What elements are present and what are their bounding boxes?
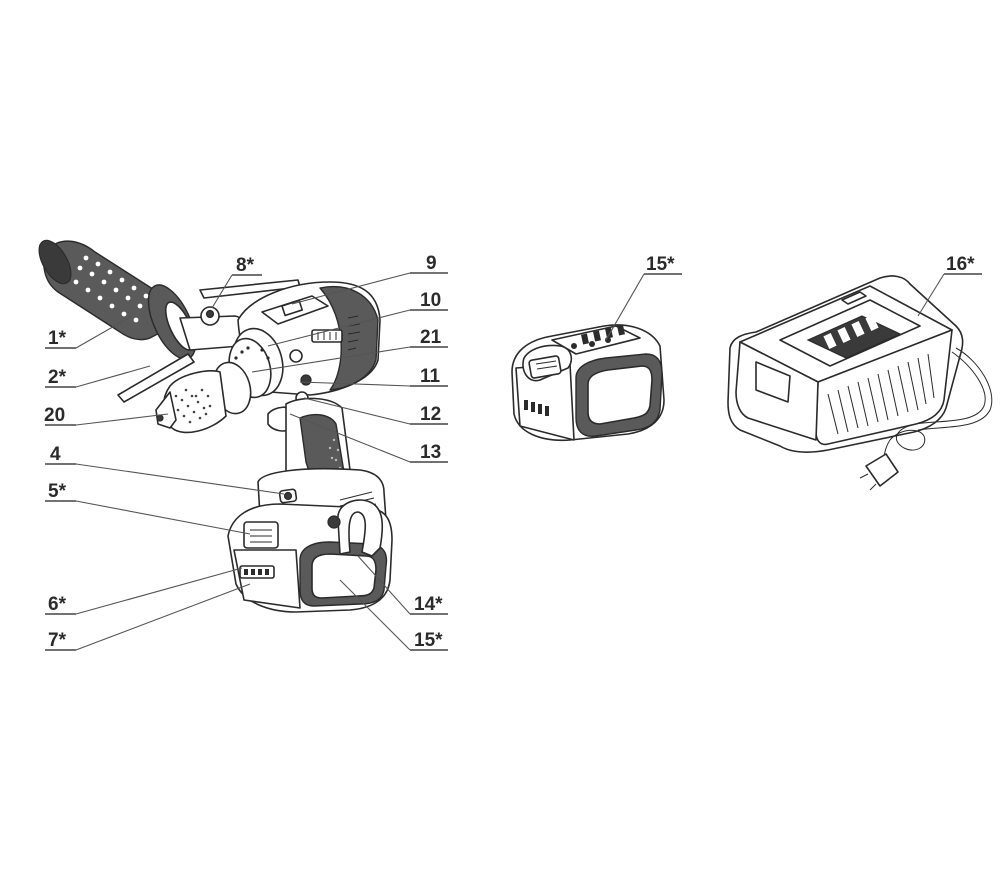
label-8: 8* [236,255,255,276]
charger-illustration [727,275,993,491]
label-21: 21 [420,327,442,348]
label-9: 9 [426,253,437,274]
label-10: 10 [420,290,441,311]
label-12: 12 [420,404,441,425]
label-16: 16* [946,254,975,275]
label-5: 5* [48,481,67,502]
label-15-drill: 15* [414,630,443,651]
label-2: 2* [48,367,67,388]
label-14: 14* [414,594,443,615]
callout-labels: 1* 2* 20 4 5* 6* 7* 8* 9 10 21 11 12 13 … [44,253,975,651]
label-1: 1* [48,328,67,349]
callout-leaders [45,272,982,651]
battery-pack-illustration [511,324,665,442]
label-4: 4 [50,444,61,465]
label-13: 13 [420,442,441,463]
label-15-battery: 15* [646,254,675,275]
label-11: 11 [420,366,441,387]
label-6: 6* [48,594,67,615]
label-7: 7* [48,630,67,651]
drill-illustration [38,239,393,613]
label-20: 20 [44,405,65,426]
